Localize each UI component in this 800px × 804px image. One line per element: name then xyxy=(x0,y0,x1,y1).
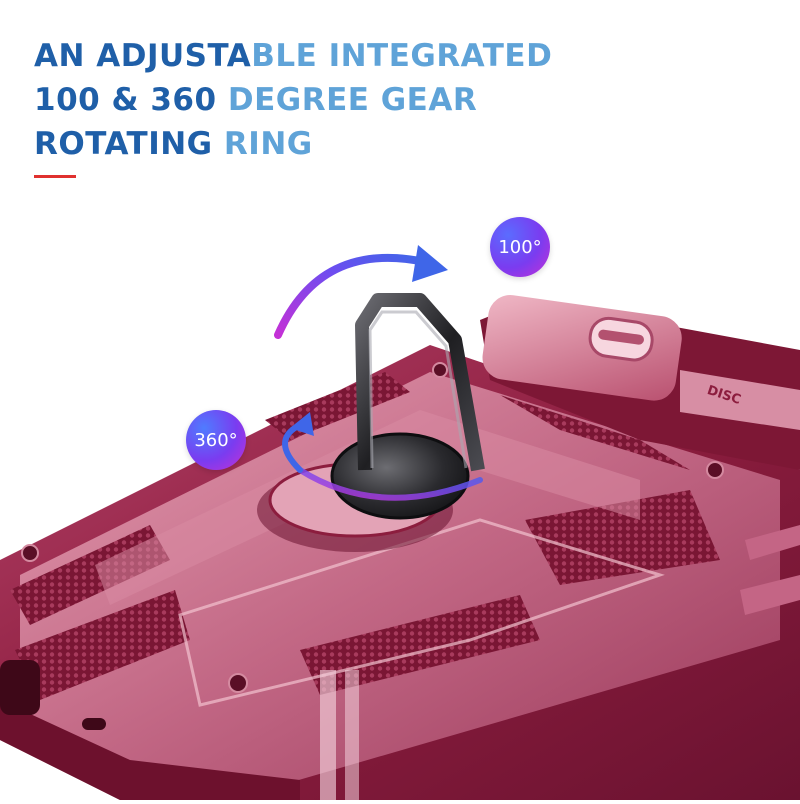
headline-line-2: 100 & 360 DEGREE GEAR xyxy=(34,78,552,122)
headline-line-2-light: DEGREE GEAR xyxy=(216,82,478,118)
headline-line-3: ROTATING RING xyxy=(34,122,552,166)
angle-badge-360: 360° xyxy=(186,410,246,470)
headline-line-3-light: RING xyxy=(212,126,313,162)
grip-panel-right xyxy=(525,490,720,585)
rotation-arrow-icon xyxy=(274,245,483,501)
headline-line-1-dark: AN ADJUSTA xyxy=(34,38,252,74)
grip-panel-right-top xyxy=(500,395,690,470)
headline-line-2-dark: 100 & 360 xyxy=(34,82,217,118)
grip-panel-bottom xyxy=(300,595,540,695)
camera-slider-icon: DISC xyxy=(480,295,800,470)
phone-case xyxy=(0,345,800,800)
headline: AN ADJUSTABLE INTEGRATED 100 & 360 DEGRE… xyxy=(34,34,552,166)
headline-line-1-light: BLE INTEGRATED xyxy=(251,38,553,74)
headline-line-1: AN ADJUSTABLE INTEGRATED xyxy=(34,34,552,78)
accent-divider xyxy=(34,175,76,178)
angle-badge-100: 100° xyxy=(490,217,550,277)
grip-panel-left-bottom xyxy=(15,590,190,700)
headline-line-3-dark: ROTATING xyxy=(34,126,213,162)
